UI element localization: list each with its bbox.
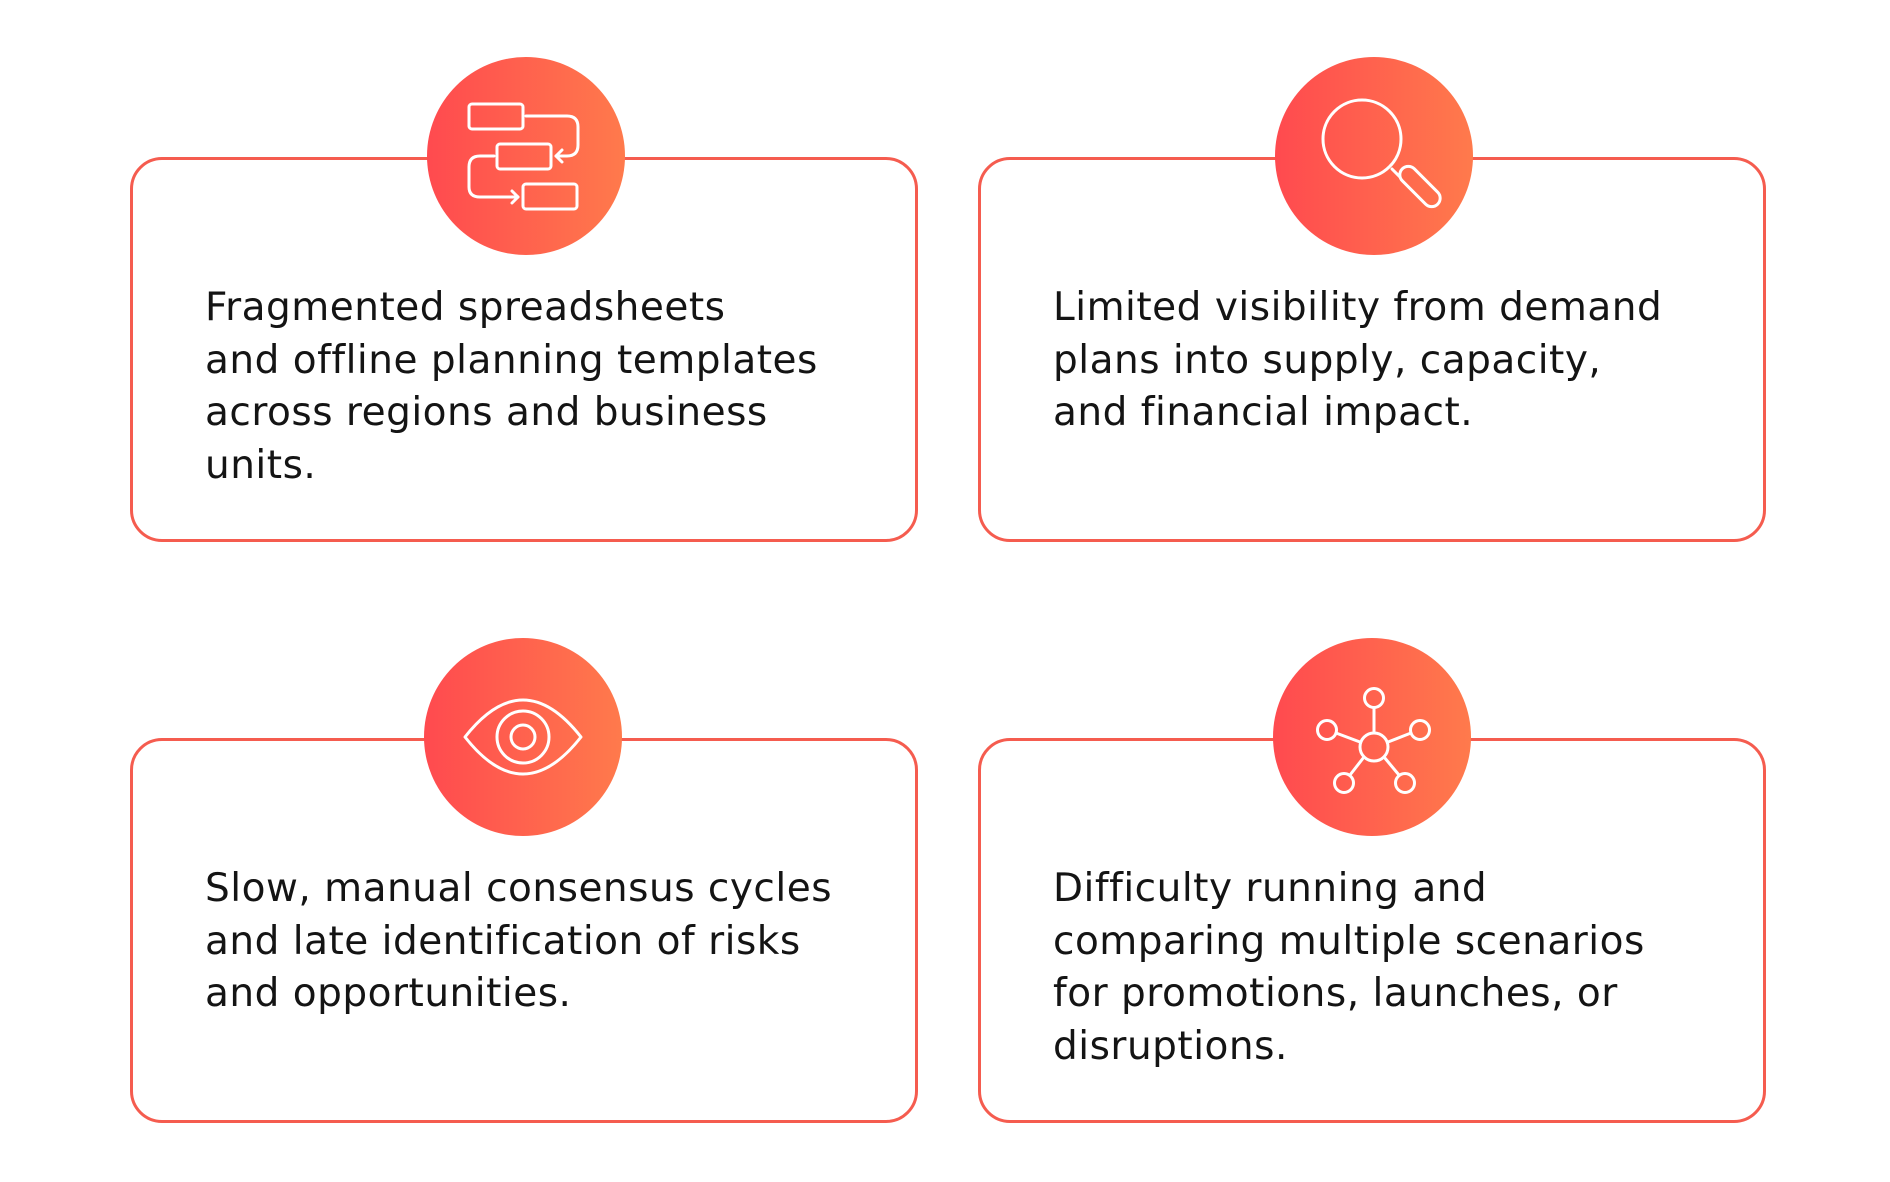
card-text: Limited visibility from demand plans int… [1053, 285, 1663, 435]
network-icon [1273, 638, 1471, 836]
network-icon-graphic [1273, 638, 1471, 836]
card-text: Slow, manual consensus cycles and late i… [205, 866, 833, 1016]
challenge-card-consensus: Slow, manual consensus cycles and late i… [130, 738, 918, 1123]
workflow-icon [427, 57, 625, 255]
eye-icon-graphic [424, 638, 622, 836]
magnifier-icon-graphic [1275, 57, 1473, 255]
magnifier-icon [1275, 57, 1473, 255]
card-text: Difficulty running and comparing multipl… [1053, 866, 1645, 1069]
card-text: Fragmented spreadsheets and offline plan… [205, 285, 818, 488]
eye-icon [424, 638, 622, 836]
challenge-card-visibility: Limited visibility from demand plans int… [978, 157, 1766, 542]
challenge-card-scenarios: Difficulty running and comparing multipl… [978, 738, 1766, 1123]
workflow-icon-graphic [427, 57, 625, 255]
